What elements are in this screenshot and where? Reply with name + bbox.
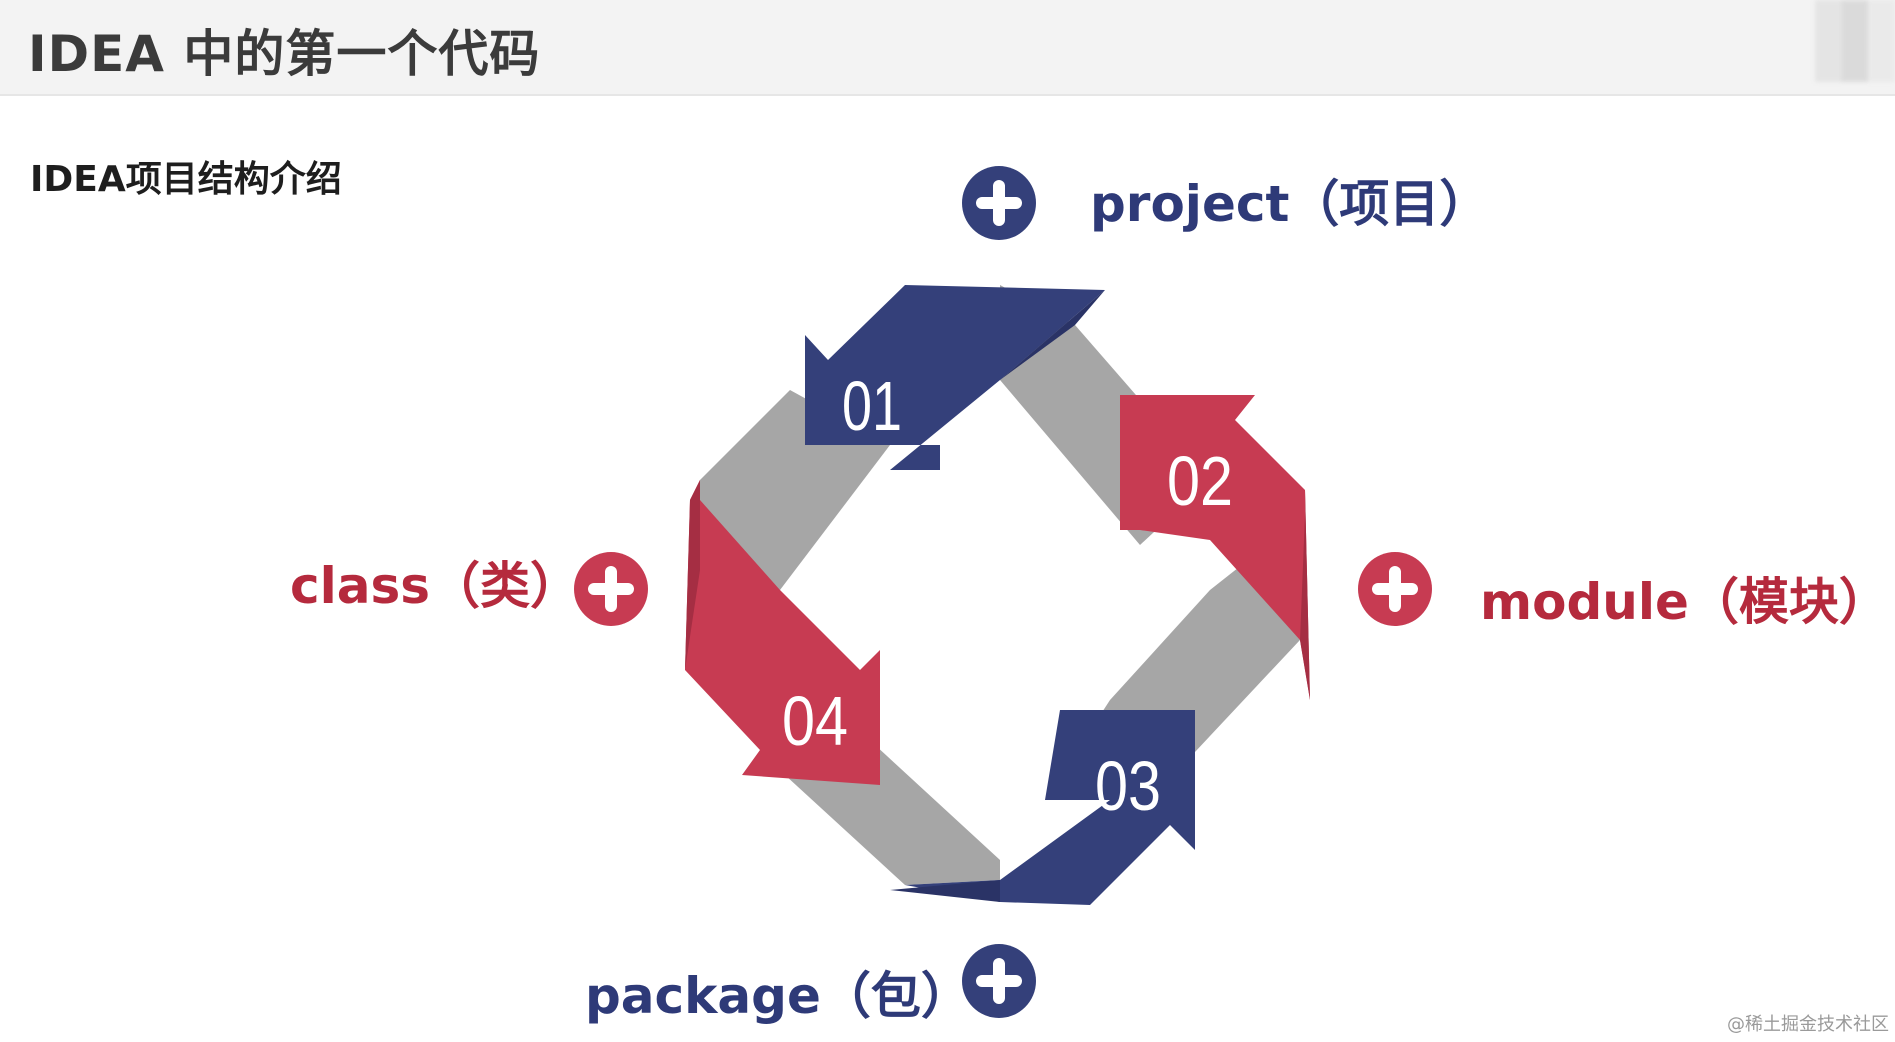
page-title: IDEA 中的第一个代码 bbox=[28, 25, 541, 83]
step-01-label: project（项目） bbox=[1090, 175, 1490, 233]
step-03-label: package（包） bbox=[585, 967, 971, 1025]
step-02-label: module（模块） bbox=[1480, 573, 1889, 631]
section-subtitle: IDEA项目结构介绍 bbox=[30, 159, 342, 200]
step-03-number: 03 bbox=[1095, 747, 1161, 825]
plus-circle-icon bbox=[962, 166, 1036, 240]
plus-circle-icon bbox=[962, 944, 1036, 1018]
step-03-arrow bbox=[890, 710, 1195, 905]
step-02-number: 02 bbox=[1167, 442, 1233, 520]
watermark: @稀土掘金技术社区 bbox=[1727, 1014, 1889, 1035]
step-01-arrow bbox=[805, 285, 1105, 470]
step-04-label: class（类） bbox=[290, 557, 581, 615]
plus-circle-icon bbox=[574, 552, 648, 626]
step-02-arrow bbox=[1120, 395, 1310, 700]
header-bar: IDEA 中的第一个代码 bbox=[0, 0, 1895, 96]
step-01-number: 01 bbox=[842, 367, 902, 445]
blurred-corner-mark bbox=[1815, 0, 1895, 82]
plus-circle-icon bbox=[1358, 552, 1432, 626]
step-04-number: 04 bbox=[782, 682, 848, 760]
step-04-arrow bbox=[685, 480, 880, 785]
